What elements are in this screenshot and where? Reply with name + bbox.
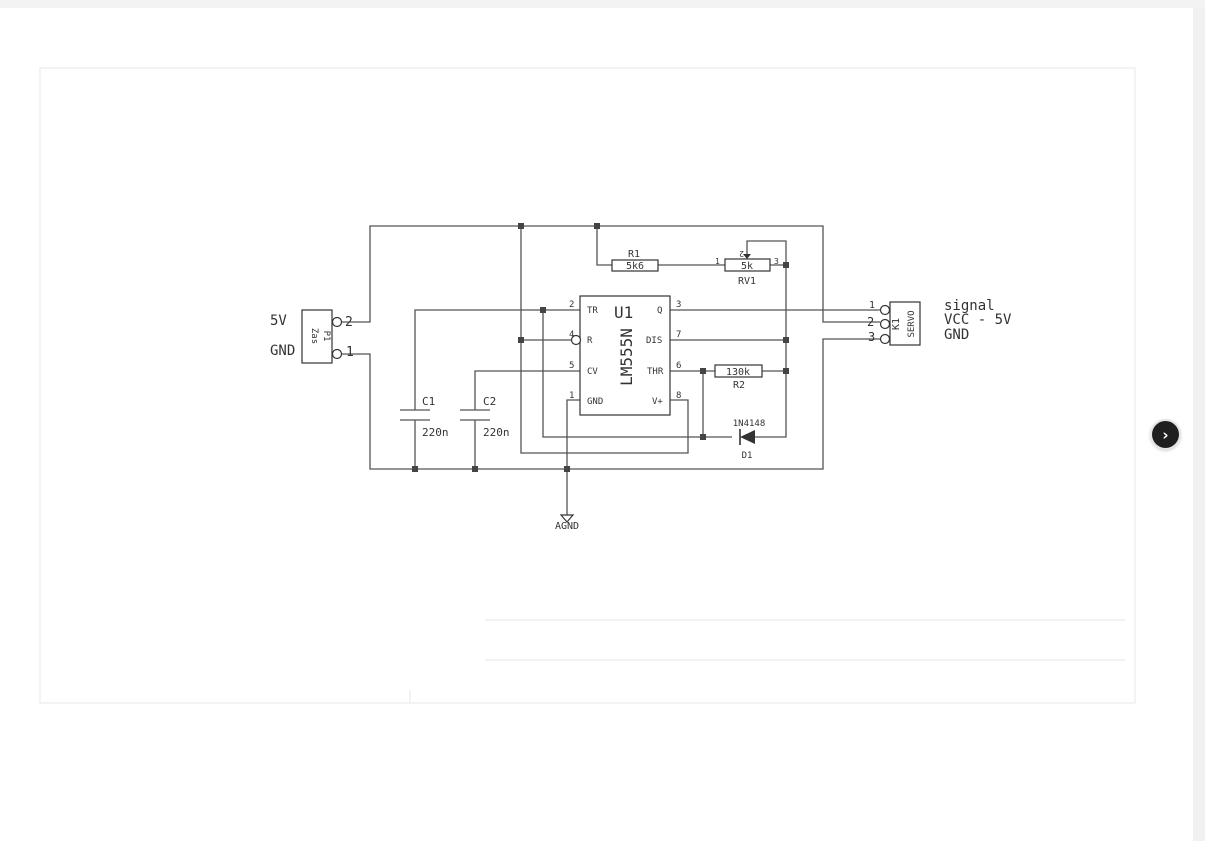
rv1-ref: RV1	[738, 276, 756, 287]
resistor-r1: 5k6 R1	[611, 249, 659, 272]
net-vcc-label: VCC - 5V	[944, 312, 1012, 328]
p1-pin1: 1	[346, 345, 354, 360]
pin-name-dis: DIS	[646, 336, 662, 346]
wiper-arrow-icon	[743, 254, 751, 259]
capacitor-c1: C1 220n	[400, 395, 449, 439]
pin-num-2: 2	[569, 300, 574, 310]
potentiometer-rv1: 5k RV1 1 2 3	[715, 249, 779, 287]
diode-d1: 1N4148 D1	[733, 419, 766, 461]
next-arrow-button[interactable]: ›	[1152, 421, 1179, 448]
net-5v-label: 5V	[270, 313, 287, 329]
resistor-r2: 130k R2	[714, 364, 763, 391]
pin-name-cv: CV	[587, 367, 598, 377]
pin-name-r: R	[587, 336, 593, 346]
pin-num-8: 8	[676, 391, 681, 401]
c2-value: 220n	[483, 426, 510, 439]
rv1-pin2: 2	[739, 249, 744, 258]
k1-pin1: 1	[869, 300, 875, 311]
p1-ref: P1	[321, 331, 331, 342]
pin-name-vplus: V+	[652, 397, 663, 407]
top-bar	[0, 0, 1205, 8]
k1-pin2: 2	[867, 315, 874, 329]
pin-num-4: 4	[569, 330, 574, 340]
r1-value: 5k6	[626, 261, 644, 272]
junctions	[412, 223, 789, 472]
scrollbar[interactable]	[1193, 8, 1205, 841]
k1-pin3: 3	[868, 330, 875, 344]
net-signal-label: signal	[944, 298, 995, 314]
r2-ref: R2	[733, 380, 745, 391]
p1-name: Zas	[309, 328, 319, 344]
pin-num-6: 6	[676, 361, 681, 371]
pin-name-q: Q	[657, 306, 662, 316]
ic-u1-lm555n: U1 LM555N TR R CV GND 2 4 5 1 Q DIS THR …	[569, 295, 681, 416]
r1-ref: R1	[628, 249, 640, 260]
capacitor-c2: C2 220n	[460, 395, 510, 439]
k1-ref: K1	[891, 318, 902, 330]
connector-k1-servo: K1 SERVO 1 2 3 signal VCC - 5V GND	[867, 298, 1012, 346]
ic-part: LM555N	[617, 328, 636, 386]
r2-value: 130k	[726, 367, 750, 378]
ic-ref: U1	[614, 303, 633, 322]
connector-p1: Zas P1 2 1 5V GND	[270, 309, 354, 364]
c2-ref: C2	[483, 395, 496, 408]
rv1-pin1: 1	[715, 257, 720, 266]
c1-ref: C1	[422, 395, 435, 408]
pin-num-5: 5	[569, 361, 574, 371]
agnd-symbol: AGND	[555, 514, 579, 532]
pin-num-3: 3	[676, 300, 681, 310]
c1-value: 220n	[422, 426, 449, 439]
reset-inversion-bubble	[570, 334, 582, 346]
rv1-value: 5k	[741, 261, 753, 272]
pin-name-thr: THR	[647, 367, 664, 377]
net-gnd-label: GND	[270, 343, 295, 359]
rv1-pin3: 3	[774, 257, 779, 266]
d1-part: 1N4148	[733, 419, 766, 429]
k1-name: SERVO	[907, 310, 917, 337]
d1-ref: D1	[742, 451, 753, 461]
p1-pin2: 2	[345, 315, 353, 330]
chevron-right-icon: ›	[1162, 425, 1169, 444]
net-servo-gnd-label: GND	[944, 327, 969, 343]
pin-num-1: 1	[569, 391, 574, 401]
pin-name-tr: TR	[587, 306, 598, 316]
agnd-label: AGND	[555, 521, 579, 532]
sheet-frame	[39, 67, 1136, 704]
pin-num-7: 7	[676, 330, 681, 340]
pin-name-gnd: GND	[587, 397, 603, 407]
